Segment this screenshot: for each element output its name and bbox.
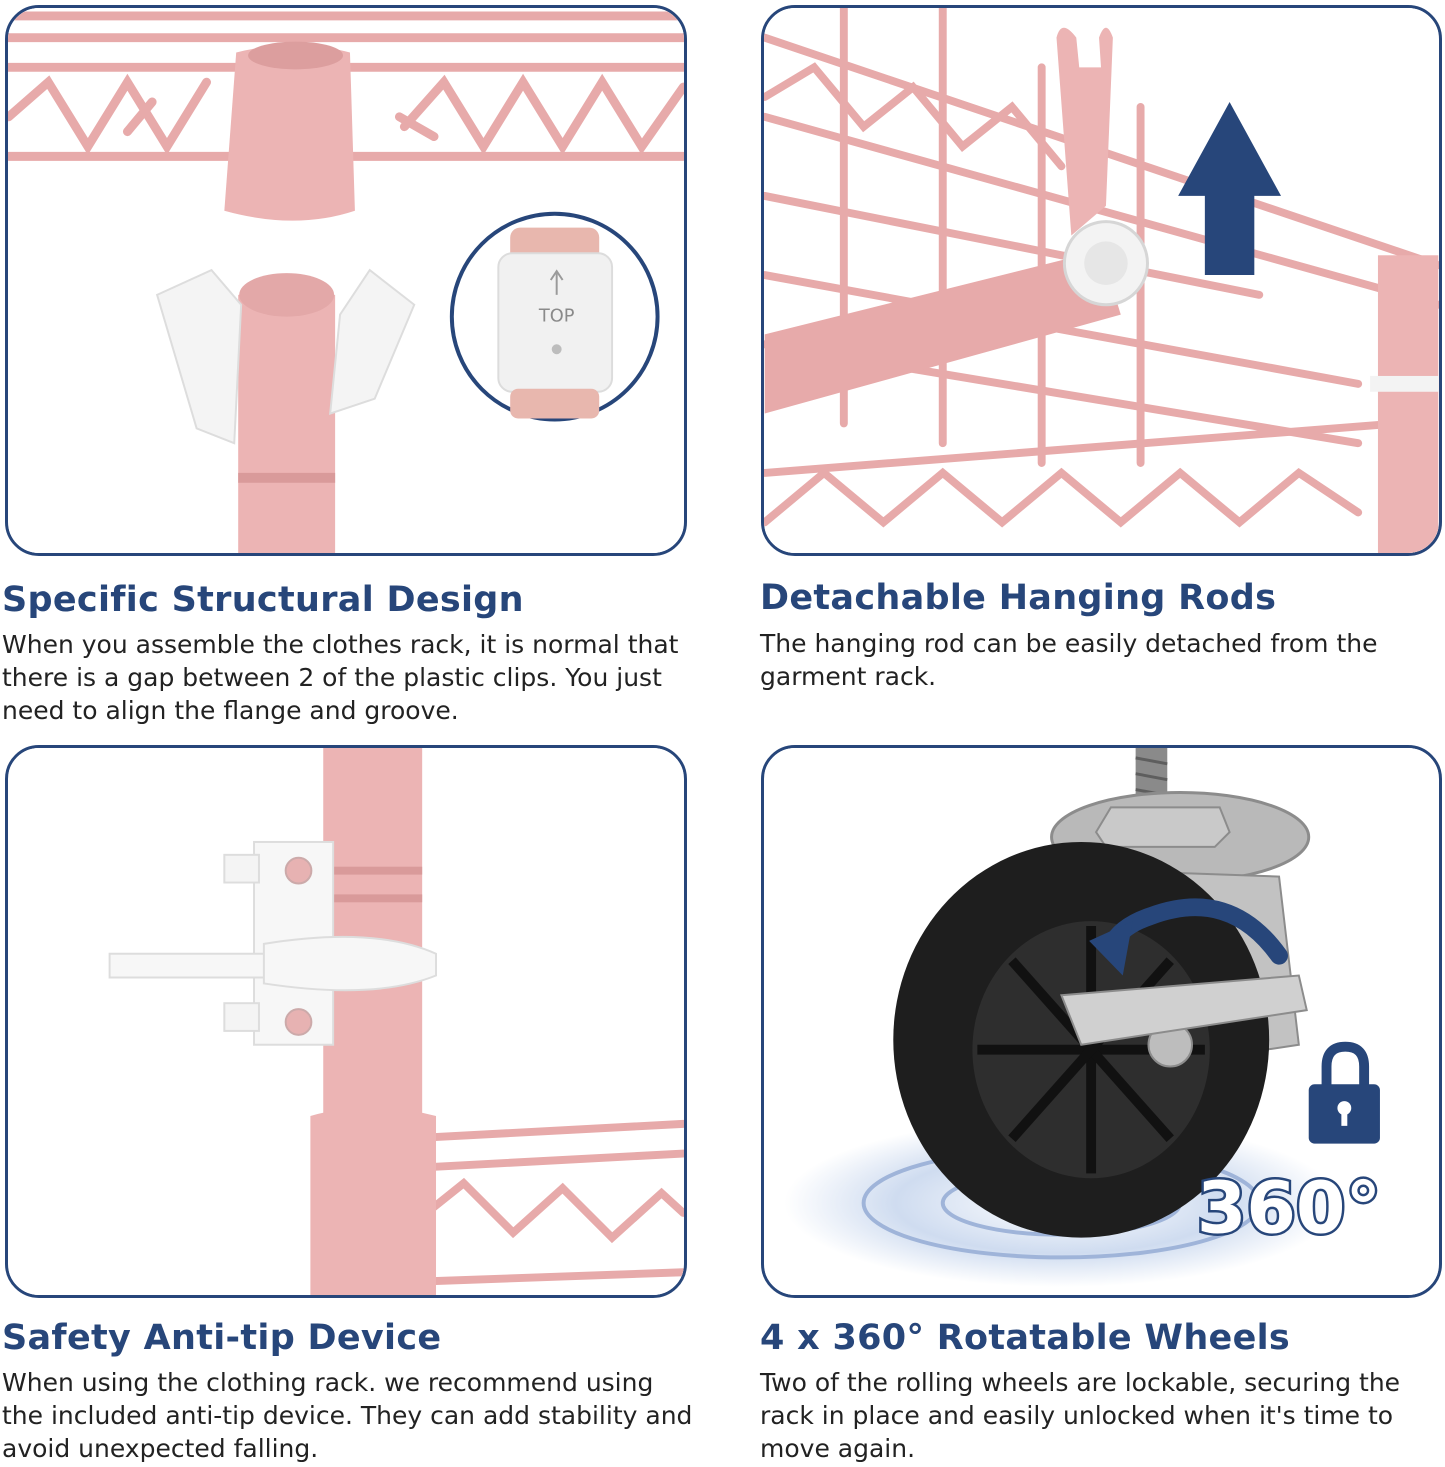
feature-desc-wheels: Two of the rolling wheels are lockable, … (760, 1368, 1401, 1463)
feature-title-anti-tip: Safety Anti-tip Device (2, 1318, 442, 1358)
feature-title-hanging-rods: Detachable Hanging Rods (760, 578, 1277, 618)
feature-desc-anti-tip: When using the clothing rack. we recomme… (2, 1368, 693, 1463)
rotation-label: 360° (1197, 1167, 1381, 1250)
feature-title-structural: Specific Structural Design (2, 580, 524, 620)
anti-tip-image (5, 745, 687, 1298)
structural-design-image: TOP (5, 5, 687, 556)
wheel-image: 360° (761, 745, 1442, 1298)
feature-desc-structural: When you assemble the clothes rack, it i… (2, 630, 679, 725)
hanging-rods-image (761, 5, 1442, 556)
feature-title-wheels: 4 x 360° Rotatable Wheels (760, 1318, 1291, 1358)
top-label: TOP (538, 306, 575, 327)
feature-desc-hanging-rods: The hanging rod can be easily detached f… (760, 629, 1378, 691)
